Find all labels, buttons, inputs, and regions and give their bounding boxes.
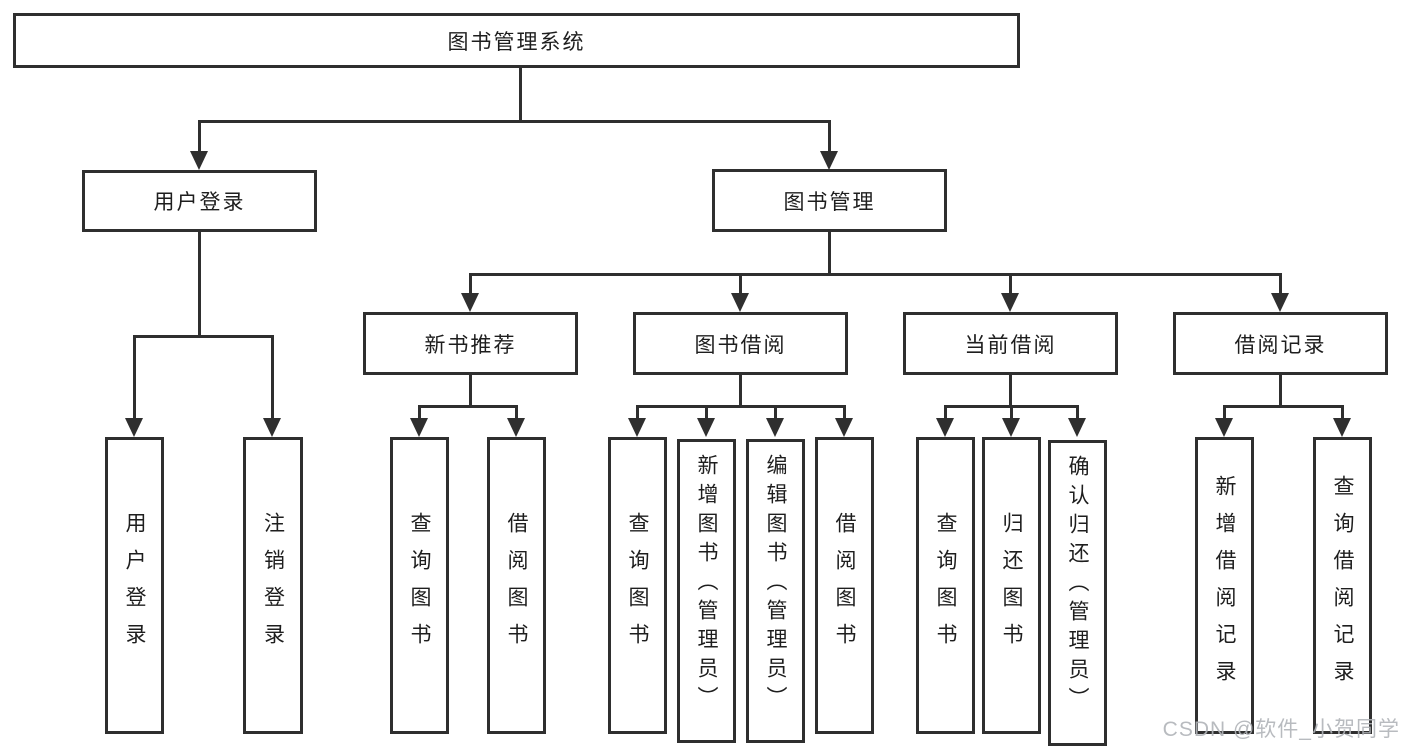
node-label: 注销登录 — [261, 511, 285, 660]
node-new-book-recommend: 新书推荐 — [363, 312, 578, 375]
connector-line — [519, 68, 522, 122]
node-current-borrow: 当前借阅 — [903, 312, 1118, 375]
connector-line — [828, 123, 831, 152]
arrow-head — [263, 418, 281, 437]
connector-line — [1279, 375, 1282, 407]
arrow-head — [936, 418, 954, 437]
connector-line — [198, 120, 831, 123]
connector-line — [198, 123, 201, 152]
connector-line — [469, 273, 1282, 276]
arrow-head — [820, 151, 838, 170]
node-library-system: 图书管理系统 — [13, 13, 1020, 68]
arrow-head — [1333, 418, 1351, 437]
arrow-head — [410, 418, 428, 437]
connector-line — [1009, 375, 1012, 407]
node-label: 编辑图书（管理员） — [764, 454, 787, 715]
arrow-head — [628, 418, 646, 437]
node-label: 新书推荐 — [424, 333, 517, 357]
connector-line — [705, 408, 708, 419]
arrow-head — [1002, 418, 1020, 437]
node-label: 图书管理 — [783, 190, 876, 214]
connector-line — [1223, 408, 1226, 419]
leaf-confirm-return-admin: 确认归还（管理员） — [1048, 440, 1107, 746]
node-label: 新增图书（管理员） — [695, 454, 718, 715]
connector-line — [944, 405, 1079, 408]
arrow-head — [835, 418, 853, 437]
arrow-head — [1001, 293, 1019, 312]
leaf-edit-book-admin: 编辑图书（管理员） — [746, 439, 805, 743]
connector-line — [515, 408, 518, 419]
leaf-query-books-3: 查询图书 — [916, 437, 975, 734]
node-label: 查询图书 — [934, 511, 957, 660]
connector-line — [418, 405, 518, 408]
node-label: 图书管理系统 — [447, 30, 586, 54]
leaf-query-books-2: 查询图书 — [608, 437, 667, 734]
leaf-add-book-admin: 新增图书（管理员） — [677, 439, 736, 743]
connector-line — [828, 232, 831, 275]
arrow-head — [1271, 293, 1289, 312]
connector-line — [1076, 408, 1079, 419]
connector-line — [198, 232, 201, 337]
node-label: 当前借阅 — [964, 333, 1057, 357]
arrow-head — [190, 151, 208, 170]
node-book-borrow: 图书借阅 — [633, 312, 848, 375]
connector-line — [133, 335, 274, 338]
node-label: 借阅图书 — [505, 511, 528, 660]
node-label: 新增借阅记录 — [1213, 474, 1236, 697]
node-label: 归还图书 — [1000, 511, 1023, 660]
node-label: 图书借阅 — [694, 333, 787, 357]
connector-line — [418, 408, 421, 419]
connector-line — [636, 405, 846, 408]
leaf-add-borrow-record: 新增借阅记录 — [1195, 437, 1254, 734]
connector-line — [636, 408, 639, 419]
connector-line — [1279, 276, 1282, 294]
leaf-query-borrow-record: 查询借阅记录 — [1313, 437, 1372, 734]
node-label: 用户登录 — [153, 191, 246, 214]
connector-line — [739, 276, 742, 294]
leaf-logout: 注销登录 — [243, 437, 303, 734]
leaf-user-login: 用户登录 — [105, 437, 164, 734]
connector-line — [843, 408, 846, 419]
connector-line — [1341, 408, 1344, 419]
connector-line — [1223, 405, 1344, 408]
node-user-login: 用户登录 — [82, 170, 317, 232]
connector-line — [271, 338, 274, 419]
connector-line — [1009, 276, 1012, 294]
node-label: 借阅记录 — [1234, 333, 1327, 357]
node-label: 查询图书 — [626, 511, 649, 660]
connector-line — [133, 338, 136, 419]
node-label: 确认归还（管理员） — [1066, 455, 1089, 716]
arrow-head — [697, 418, 715, 437]
node-label: 查询借阅记录 — [1331, 474, 1354, 697]
connector-line — [469, 276, 472, 294]
arrow-head — [1068, 418, 1086, 437]
connector-line — [774, 408, 777, 419]
connector-line — [944, 408, 947, 419]
arrow-head — [766, 418, 784, 437]
arrow-head — [125, 418, 143, 437]
leaf-borrow-books-2: 借阅图书 — [815, 437, 874, 734]
connector-line — [469, 375, 472, 407]
node-borrow-records: 借阅记录 — [1173, 312, 1388, 375]
leaf-query-books-1: 查询图书 — [390, 437, 449, 734]
connector-line — [1010, 408, 1013, 419]
leaf-return-books: 归还图书 — [982, 437, 1041, 734]
connector-line — [739, 375, 742, 407]
csdn-watermark: CSDN @软件_小贺同学 — [1162, 718, 1400, 741]
arrow-head — [1215, 418, 1233, 437]
arrow-head — [461, 293, 479, 312]
node-label: 借阅图书 — [833, 511, 856, 660]
node-book-management: 图书管理 — [712, 169, 947, 232]
node-label: 查询图书 — [408, 511, 431, 660]
leaf-borrow-books-1: 借阅图书 — [487, 437, 546, 734]
arrow-head — [507, 418, 525, 437]
arrow-head — [731, 293, 749, 312]
node-label: 用户登录 — [123, 511, 146, 660]
